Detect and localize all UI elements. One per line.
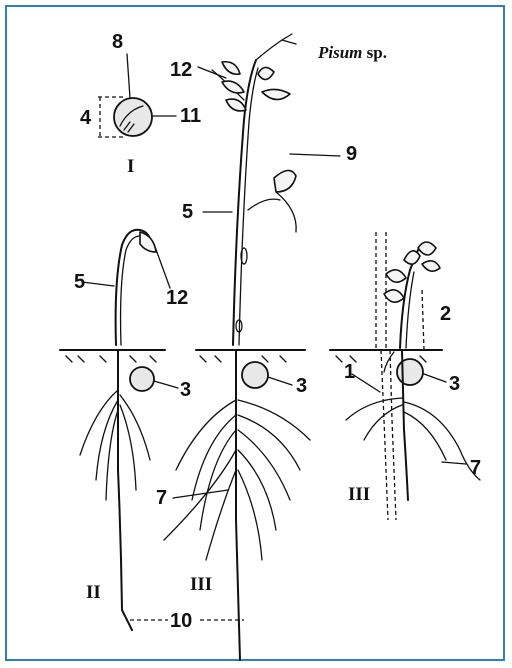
label-8: 8 [112, 31, 123, 53]
stage-ii-seedling [80, 230, 178, 630]
stage-label-iii-right: III [348, 484, 370, 505]
label-5-stage-ii: 5 [74, 271, 85, 293]
label-10: 10 [170, 610, 192, 632]
stage-label-ii: II [86, 582, 101, 603]
figure-title: Pisum sp. [317, 43, 387, 62]
label-5-stage-iii: 5 [182, 201, 193, 223]
label-9: 9 [346, 143, 357, 165]
label-3-stage-ii: 3 [180, 379, 191, 401]
label-12-stage-ii: 12 [166, 287, 188, 309]
stage-label-iii-center: III [190, 574, 212, 595]
label-12-stage-iii: 12 [170, 59, 192, 81]
label-7-stage-iii: 7 [156, 487, 167, 509]
stage-label-i: I [127, 156, 134, 177]
label-11: 11 [180, 105, 201, 127]
label-1: 1 [344, 361, 355, 383]
label-3-stage-iii-right: 3 [449, 373, 460, 395]
stage-iii-seedling [164, 34, 340, 660]
stage-i-seed [98, 54, 176, 137]
label-2: 2 [440, 303, 451, 325]
label-4: 4 [80, 107, 92, 129]
label-7-stage-iii-right: 7 [470, 457, 481, 479]
label-3-stage-iii: 3 [296, 375, 307, 397]
